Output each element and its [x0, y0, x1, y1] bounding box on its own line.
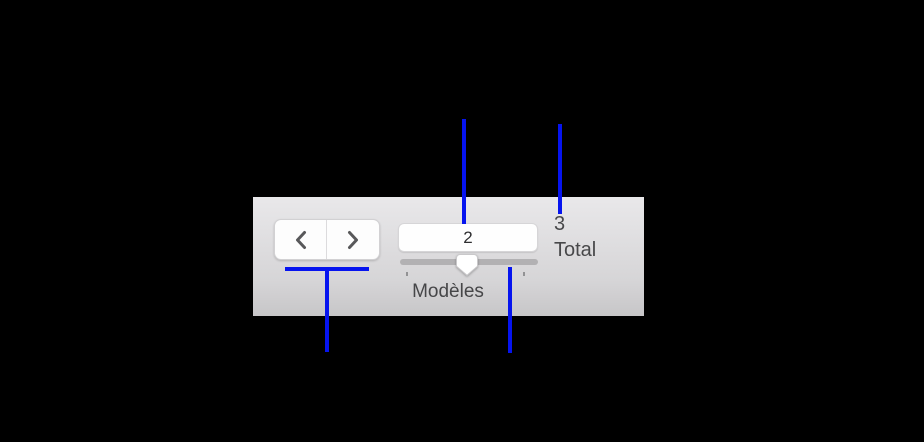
nav-segmented-control [274, 219, 380, 260]
models-label: Modèles [412, 281, 484, 302]
forward-button[interactable] [327, 220, 379, 259]
back-button[interactable] [275, 220, 327, 259]
callout-line-models-field [462, 119, 466, 224]
chevron-left-icon [293, 229, 309, 251]
callout-line-nav-vertical [325, 271, 329, 352]
models-slider-thumb[interactable] [456, 254, 478, 276]
total-label: Total [554, 239, 597, 261]
toolbar-panel: 2 Modèles 3 Total [253, 197, 644, 316]
chevron-right-icon [345, 229, 361, 251]
slider-tick-right [523, 272, 525, 276]
models-count-field[interactable]: 2 [398, 223, 538, 252]
callout-line-slider [508, 267, 512, 353]
total-count: 3 Total [554, 211, 596, 263]
callout-line-nav-horizontal [285, 267, 369, 271]
callout-line-total [558, 124, 562, 214]
slider-tick-left [406, 272, 408, 276]
total-value: 3 [554, 213, 566, 235]
